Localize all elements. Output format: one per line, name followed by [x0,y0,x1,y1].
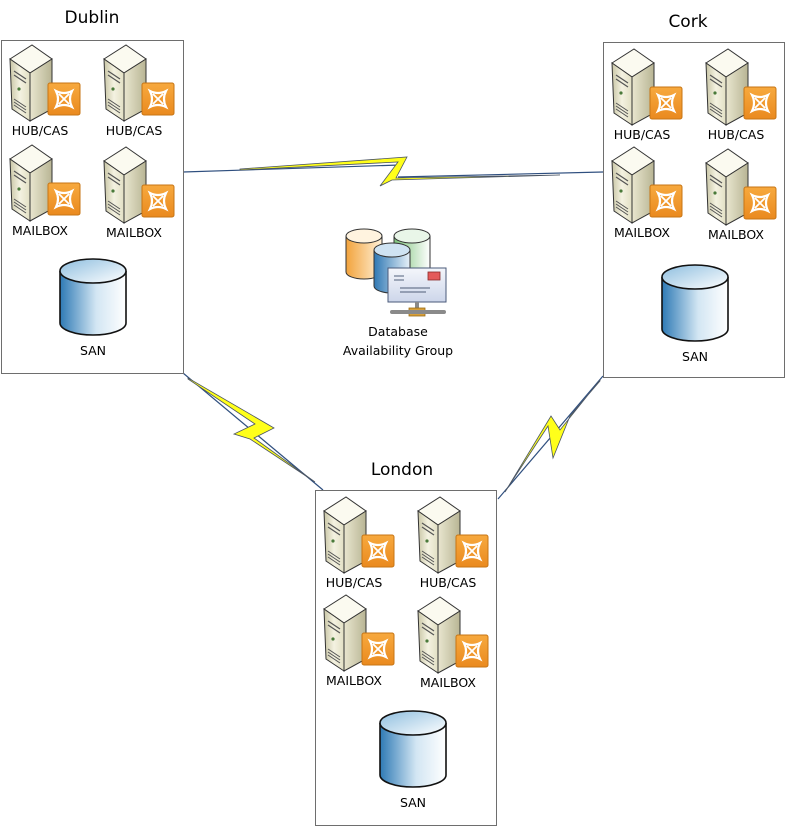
server-label: HUB/CAS [419,575,477,590]
san-label: SAN [399,795,427,810]
server-mailbox[interactable]: MAILBOX [702,141,782,249]
exchange-server-icon [702,141,782,227]
lightning-bolt-icon [239,156,561,187]
server-mailbox[interactable]: MAILBOX [100,139,180,247]
database-cylinder-icon [48,257,138,343]
server-label: HUB/CAS [105,123,163,138]
server-label: MAILBOX [326,673,382,688]
exchange-server-icon [320,489,400,575]
server-label: MAILBOX [106,225,162,240]
server-label: MAILBOX [614,225,670,240]
san-storage[interactable]: SAN [48,257,138,367]
exchange-server-icon [702,41,782,127]
san-storage[interactable]: SAN [650,263,740,373]
server-label: HUB/CAS [707,127,765,142]
server-mailbox[interactable]: MAILBOX [414,589,494,697]
server-label: HUB/CAS [613,127,671,142]
exchange-server-icon [608,139,688,225]
server-label: HUB/CAS [325,575,383,590]
dag-label-line1: Database [368,324,428,339]
san-storage[interactable]: SAN [368,709,458,819]
exchange-server-icon [414,489,494,575]
database-cylinder-icon [650,263,740,349]
dag-label: Database Availability Group [318,322,478,360]
exchange-server-icon [414,589,494,675]
server-mailbox[interactable]: MAILBOX [6,137,86,245]
exchange-server-icon [100,139,180,225]
link-dublin-cork [182,156,604,187]
link-dublin-london [182,372,324,491]
site-box: HUB/CAS HUB/CAS MAILBOX MAILBOX SAN [1,40,184,374]
database-cylinder-icon [368,709,458,795]
database-availability-group[interactable]: Database Availability Group [338,226,458,366]
server-label: MAILBOX [12,223,68,238]
database-availability-group-icon [345,228,447,317]
exchange-server-icon [320,587,400,673]
exchange-server-icon [6,37,86,123]
exchange-server-icon [100,37,180,123]
server-hub-cas[interactable]: HUB/CAS [320,489,400,597]
server-hub-cas[interactable]: HUB/CAS [608,41,688,149]
site-title: Cork [668,12,708,32]
site-box: HUB/CAS HUB/CAS MAILBOX MAILBOX SAN [315,490,497,826]
site-box: HUB/CAS HUB/CAS MAILBOX MAILBOX SAN [603,42,785,378]
san-label: SAN [681,349,709,364]
lightning-bolt-icon [187,377,316,483]
server-mailbox[interactable]: MAILBOX [320,587,400,695]
server-mailbox[interactable]: MAILBOX [608,139,688,247]
exchange-server-icon [608,41,688,127]
server-label: MAILBOX [708,227,764,242]
san-label: SAN [79,343,107,358]
dag-label-line2: Availability Group [342,343,454,358]
server-hub-cas[interactable]: HUB/CAS [100,37,180,145]
server-label: MAILBOX [420,675,476,690]
site-title: Dublin [64,8,120,28]
server-hub-cas[interactable]: HUB/CAS [702,41,782,149]
lightning-bolt-icon [504,378,601,493]
exchange-server-icon [6,137,86,223]
server-hub-cas[interactable]: HUB/CAS [414,489,494,597]
link-cork-london [497,375,604,500]
server-label: HUB/CAS [11,123,69,138]
server-hub-cas[interactable]: HUB/CAS [6,37,86,145]
site-title: London [370,460,434,480]
